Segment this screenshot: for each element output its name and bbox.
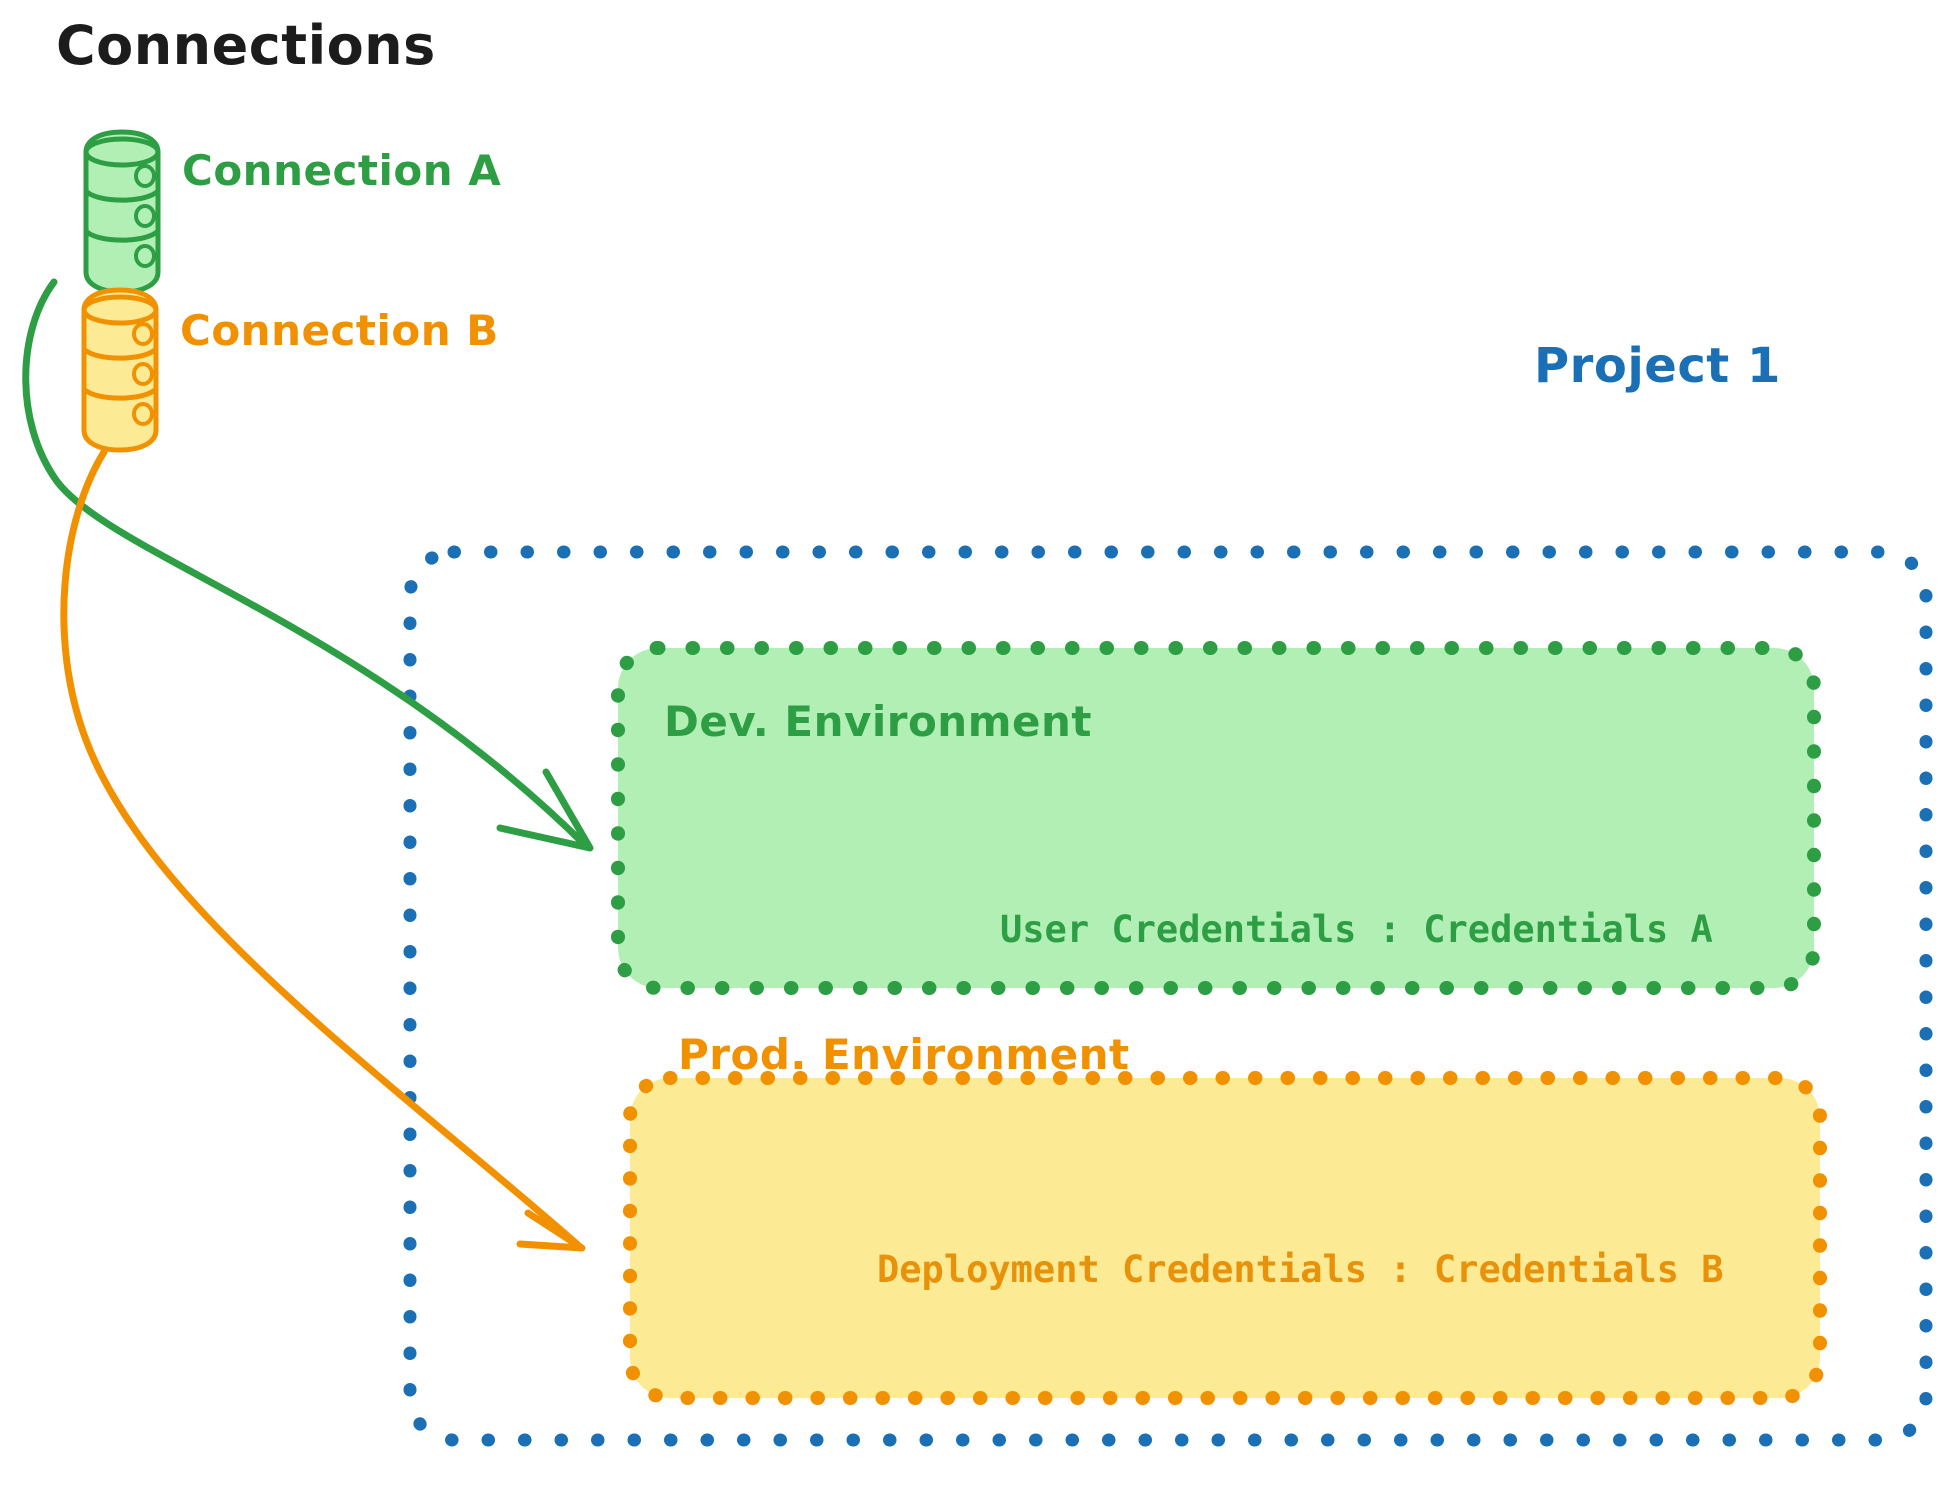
dev-environment-box[interactable] xyxy=(611,641,1821,995)
project-container[interactable] xyxy=(403,545,1933,1447)
prod-environment-fill xyxy=(630,1078,1820,1398)
dev-environment-fill xyxy=(618,648,1814,988)
prod-environment-dotted-border xyxy=(623,1071,1827,1405)
dev-environment-title: Dev. Environment xyxy=(664,697,1092,746)
database-icon-connection-b[interactable] xyxy=(81,287,159,453)
page-title: Connections xyxy=(56,14,436,77)
dev-environment-dotted-border xyxy=(611,641,1821,995)
dev-environment-credentials: User Credentials : Credentials A xyxy=(1000,908,1713,951)
project-dotted-border xyxy=(403,545,1933,1447)
database-icon-connection-a[interactable] xyxy=(83,129,161,295)
connection-b-label[interactable]: Connection B xyxy=(180,306,499,355)
connection-a-label[interactable]: Connection A xyxy=(182,146,502,195)
prod-environment-title: Prod. Environment xyxy=(678,1030,1130,1079)
arrow-connection-a-to-dev xyxy=(22,278,594,852)
project-title: Project 1 xyxy=(1534,338,1781,394)
prod-environment-box[interactable] xyxy=(623,1071,1827,1405)
prod-environment-credentials: Deployment Credentials : Credentials B xyxy=(877,1248,1724,1291)
arrow-connection-b-to-prod xyxy=(60,448,586,1252)
